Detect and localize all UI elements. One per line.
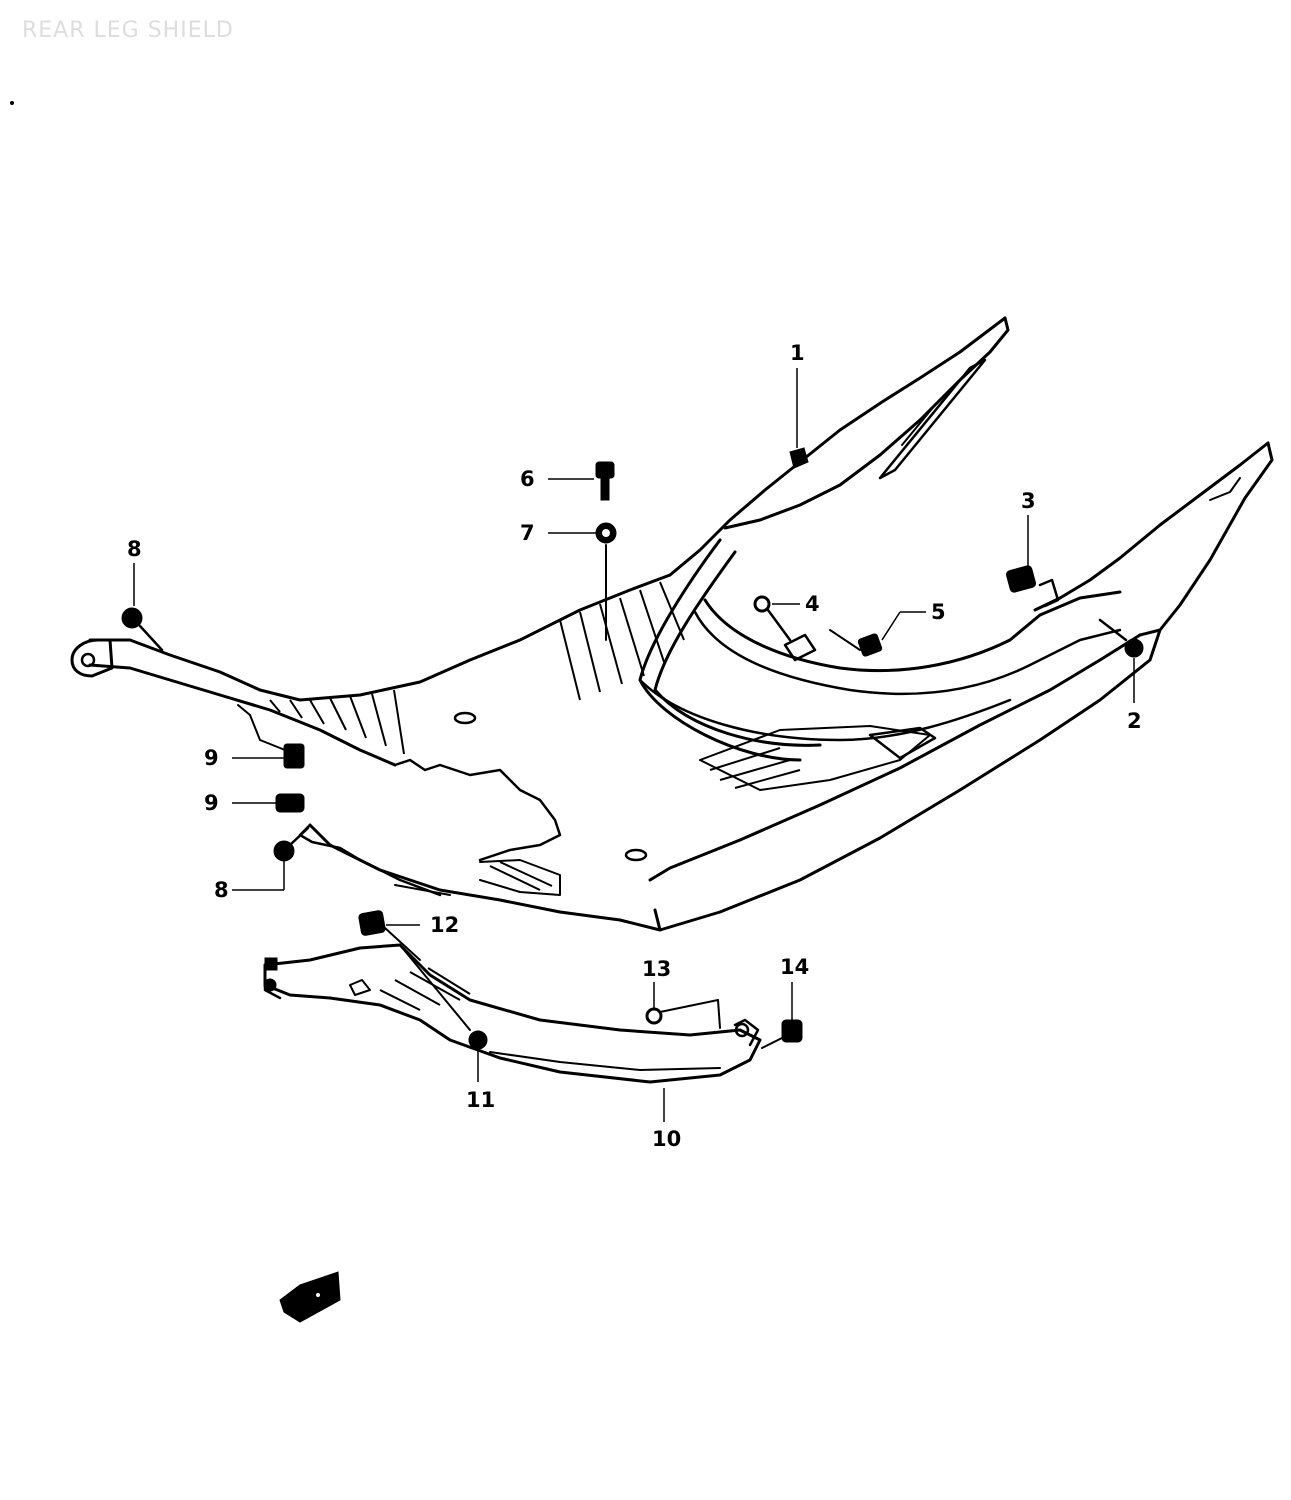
callout-9-lower: 9	[204, 791, 219, 815]
callout-7: 7	[520, 521, 535, 545]
callout-6: 6	[520, 467, 535, 491]
bolt-part-6	[595, 461, 615, 501]
lower-rail-part-10	[263, 943, 762, 1084]
callout-3: 3	[1021, 489, 1036, 513]
callout-12: 12	[430, 913, 459, 937]
nut-part-5	[829, 629, 883, 657]
clip-part-9-lower	[275, 793, 305, 813]
clip-part-9-upper	[237, 704, 305, 769]
clip-part-1	[789, 447, 809, 469]
arrow-icon	[279, 1271, 341, 1323]
nut-part-12	[358, 910, 471, 1031]
scan-speck	[10, 101, 14, 105]
callout-8-upper: 8	[127, 537, 142, 561]
leader-lines	[133, 368, 1135, 1122]
page-title: REAR LEG SHIELD	[22, 18, 234, 43]
rear-leg-shield-body	[70, 316, 1274, 932]
callout-8-lower: 8	[214, 878, 229, 902]
grommet-part-7	[595, 522, 617, 641]
callout-4: 4	[805, 592, 820, 616]
callout-9-upper: 9	[204, 746, 219, 770]
callout-5: 5	[931, 600, 946, 624]
callout-13: 13	[642, 957, 671, 981]
screw-part-8-lower	[273, 826, 310, 862]
callout-2: 2	[1127, 709, 1142, 733]
ribbing-hatch	[269, 581, 685, 755]
nut-part-3	[1005, 565, 1060, 608]
callout-10: 10	[652, 1127, 681, 1151]
screw-part-8-upper	[121, 607, 164, 652]
nut-part-14	[761, 1019, 803, 1049]
screw-part-11	[468, 1030, 488, 1050]
screw-part-2	[1098, 618, 1144, 658]
callout-1: 1	[790, 341, 805, 365]
screw-part-4	[753, 595, 817, 662]
callout-11: 11	[466, 1088, 495, 1112]
callout-14: 14	[780, 955, 809, 979]
screw-part-13	[645, 999, 721, 1029]
